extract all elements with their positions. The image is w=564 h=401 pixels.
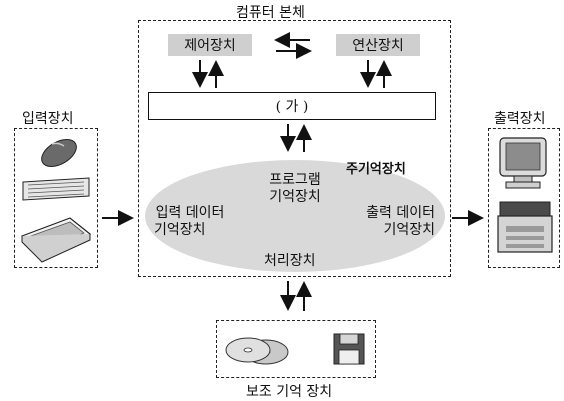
processing-unit-label: 처리장치	[264, 253, 316, 269]
cd-icon	[225, 337, 289, 365]
input-device-title: 입력장치	[22, 111, 74, 127]
monitor-icon	[499, 137, 547, 189]
input-data-storage-line2: 기억장치	[154, 222, 206, 238]
control-unit-box: 제어장치	[168, 34, 252, 56]
program-storage-line2: 기억장치	[269, 189, 321, 205]
box-to-memory-arrows	[280, 124, 312, 152]
alu-box: 연산장치	[336, 34, 420, 56]
computer-body-title: 컴퓨터 본체	[236, 5, 305, 21]
body-to-storage-arrows	[280, 281, 312, 311]
main-memory-title: 주기억장치	[346, 162, 406, 177]
computer-body-frame	[138, 20, 451, 277]
input-to-body-arrow	[102, 210, 134, 226]
input-device-frame	[14, 128, 98, 268]
scanner-icon	[20, 217, 92, 263]
unknown-component-label: ( 가 )	[275, 99, 309, 115]
output-data-storage-label: 출력 데이터 기억장치	[340, 205, 435, 239]
alu-arrows	[360, 60, 392, 88]
secondary-storage-title: 보조 기억 장치	[246, 384, 333, 400]
body-to-output-arrow	[452, 210, 484, 226]
main-memory-ellipse	[145, 160, 445, 272]
program-storage-line1: 프로그램	[269, 172, 321, 188]
input-data-storage-line1: 입력 데이터	[155, 205, 225, 221]
unknown-component-box: ( 가 )	[148, 92, 436, 120]
program-storage-label: 프로그램 기억장치	[250, 172, 340, 206]
output-data-storage-line1: 출력 데이터	[366, 205, 435, 221]
floppy-disk-icon	[333, 333, 365, 365]
mouse-icon	[41, 139, 77, 167]
keyboard-icon	[22, 177, 90, 201]
control-alu-arrows	[274, 32, 312, 59]
secondary-storage-frame	[216, 320, 376, 378]
input-data-storage-label: 입력 데이터 기억장치	[150, 205, 230, 239]
output-device-frame	[488, 128, 560, 268]
output-device-title: 출력장치	[494, 111, 546, 127]
control-unit-arrows	[192, 60, 224, 88]
output-data-storage-line2: 기억장치	[383, 222, 435, 238]
printer-icon	[497, 201, 553, 253]
